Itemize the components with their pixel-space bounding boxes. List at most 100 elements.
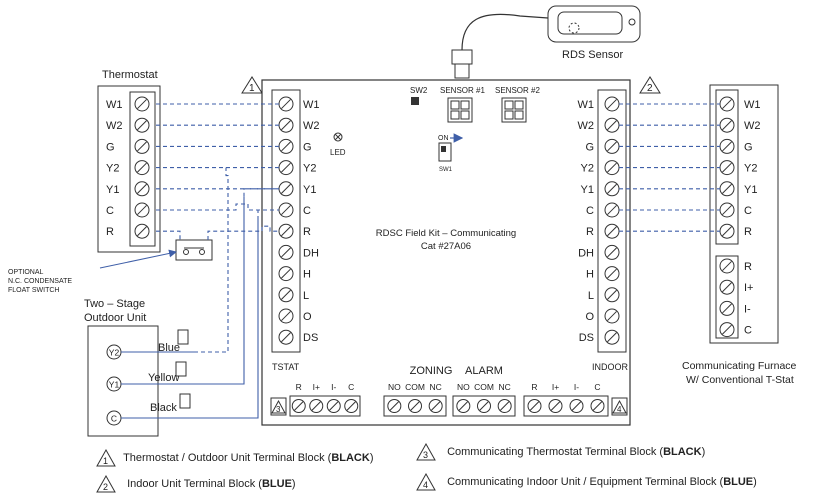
- led-label: LED: [330, 148, 346, 157]
- indoor-terminal-label: Y1: [581, 184, 594, 196]
- float-switch-contact-right-icon: [199, 249, 205, 255]
- indoor-screw-1[interactable]: [604, 117, 620, 133]
- indoor-terminal-label: R: [586, 226, 594, 238]
- tstat-screw-8[interactable]: [278, 266, 294, 282]
- float-switch-line2: N.C. CONDENSATE: [8, 278, 72, 285]
- furnace-screw-4[interactable]: [719, 181, 735, 197]
- thermostat-screw-5[interactable]: [134, 202, 150, 218]
- sensor-cable: [461, 13, 549, 51]
- furnace-bottom-screw-2[interactable]: [719, 300, 735, 316]
- svg-text:3: 3: [276, 405, 281, 414]
- svg-text:1: 1: [249, 83, 255, 94]
- tstat-screw-6[interactable]: [278, 223, 294, 239]
- indoor-screw-8[interactable]: [604, 266, 620, 282]
- indoor-screw-5[interactable]: [604, 202, 620, 218]
- outdoor-title-line2: Outdoor Unit: [84, 312, 146, 324]
- float-switch-line1: OPTIONAL: [8, 269, 44, 276]
- tstat-screw-10[interactable]: [278, 308, 294, 324]
- zoning-screw-1[interactable]: [408, 399, 422, 413]
- indoor-terminal-label: W1: [578, 99, 595, 111]
- tstat-terminal-label: L: [303, 290, 309, 302]
- indoor-screw-0[interactable]: [604, 96, 620, 112]
- thermostat-screw-2[interactable]: [134, 138, 150, 154]
- thermostat-terminal-label: W1: [106, 99, 123, 111]
- block4-block: [523, 395, 609, 417]
- wire-connector-blue: [177, 329, 189, 345]
- block3-screw-2[interactable]: [326, 399, 341, 413]
- furnace-screw-5[interactable]: [719, 202, 735, 218]
- block4-screw-0[interactable]: [527, 399, 542, 413]
- alarm-label: ALARM: [465, 365, 503, 377]
- furnace-bottom-strip: [715, 255, 739, 339]
- thermostat-screw-4[interactable]: [134, 181, 150, 197]
- tstat-screw-11[interactable]: [278, 329, 294, 345]
- block4-screw-3[interactable]: [590, 399, 605, 413]
- thermostat-screw-0[interactable]: [134, 96, 150, 112]
- tstat-screw-9[interactable]: [278, 287, 294, 303]
- tstat-screw-0[interactable]: [278, 96, 294, 112]
- indoor-terminal-label: W2: [578, 120, 595, 132]
- legend-badge-3: 3: [416, 442, 436, 461]
- furnace-bottom-label: R: [744, 261, 752, 273]
- block4-screw-2[interactable]: [569, 399, 584, 413]
- furnace-screw-1[interactable]: [719, 117, 735, 133]
- tstat-screw-3[interactable]: [278, 160, 294, 176]
- indoor-screw-11[interactable]: [604, 329, 620, 345]
- furnace-screw-6[interactable]: [719, 223, 735, 239]
- badge-2: 2: [639, 76, 661, 94]
- indoor-screw-6[interactable]: [604, 223, 620, 239]
- alarm-screw-1[interactable]: [477, 399, 491, 413]
- furnace-bottom-screw-0[interactable]: [719, 258, 735, 274]
- thermostat-screw-3[interactable]: [134, 160, 150, 176]
- wire-yellow-label: Yellow: [148, 372, 179, 384]
- sw1-label: SW1: [439, 167, 453, 173]
- alarm-label: NO: [457, 382, 470, 392]
- furnace-screw-3[interactable]: [719, 160, 735, 176]
- sensor-plug: [454, 63, 470, 79]
- thermostat-screw-1[interactable]: [134, 117, 150, 133]
- zoning-label: NC: [430, 382, 442, 392]
- furnace-terminal-label: R: [744, 226, 752, 238]
- zoning-screw-2[interactable]: [428, 399, 443, 413]
- alarm-screw-0[interactable]: [456, 399, 471, 413]
- furnace-bottom-screw-3[interactable]: [719, 322, 735, 338]
- indoor-screw-3[interactable]: [604, 160, 620, 176]
- tstat-screw-5[interactable]: [278, 202, 294, 218]
- furnace-bottom-screw-1[interactable]: [719, 279, 735, 295]
- furnace-screw-0[interactable]: [719, 96, 735, 112]
- indoor-screw-10[interactable]: [604, 308, 620, 324]
- thermostat-screw-6[interactable]: [134, 223, 150, 239]
- tstat-terminal-label: C: [303, 205, 311, 217]
- sensor-connector: [451, 49, 473, 65]
- indoor-screw-4[interactable]: [604, 181, 620, 197]
- tstat-screw-1[interactable]: [278, 117, 294, 133]
- outdoor-terminal-label: Y1: [109, 380, 120, 390]
- legend-badge-2: 2: [96, 474, 116, 493]
- svg-text:4: 4: [423, 480, 428, 490]
- block3-screw-1[interactable]: [309, 399, 324, 413]
- indoor-screw-7[interactable]: [604, 244, 620, 260]
- furnace-screw-2[interactable]: [719, 138, 735, 154]
- block3-screw-0[interactable]: [291, 399, 306, 413]
- tstat-terminal-label: G: [303, 141, 312, 153]
- indoor-screw-2[interactable]: [604, 138, 620, 154]
- zoning-screw-0[interactable]: [387, 399, 402, 413]
- block3-screw-3[interactable]: [344, 399, 359, 413]
- sensor2-label: SENSOR #2: [495, 86, 540, 95]
- tstat-terminal-label: R: [303, 226, 311, 238]
- tstat-screw-4[interactable]: [278, 181, 294, 197]
- tstat-screw-7[interactable]: [278, 244, 294, 260]
- block4-screw-1[interactable]: [548, 399, 563, 413]
- sensor2-connector: [501, 97, 527, 123]
- tstat-screw-2[interactable]: [278, 138, 294, 154]
- furnace-terminal-label: G: [744, 141, 753, 153]
- furnace-terminal-label: W1: [744, 99, 761, 111]
- block4-label: I-: [574, 382, 579, 392]
- alarm-screw-2[interactable]: [497, 399, 512, 413]
- thermostat-terminal-label: Y2: [106, 163, 119, 175]
- wire-outdoor-y1: [121, 196, 245, 385]
- indoor-screw-9[interactable]: [604, 287, 620, 303]
